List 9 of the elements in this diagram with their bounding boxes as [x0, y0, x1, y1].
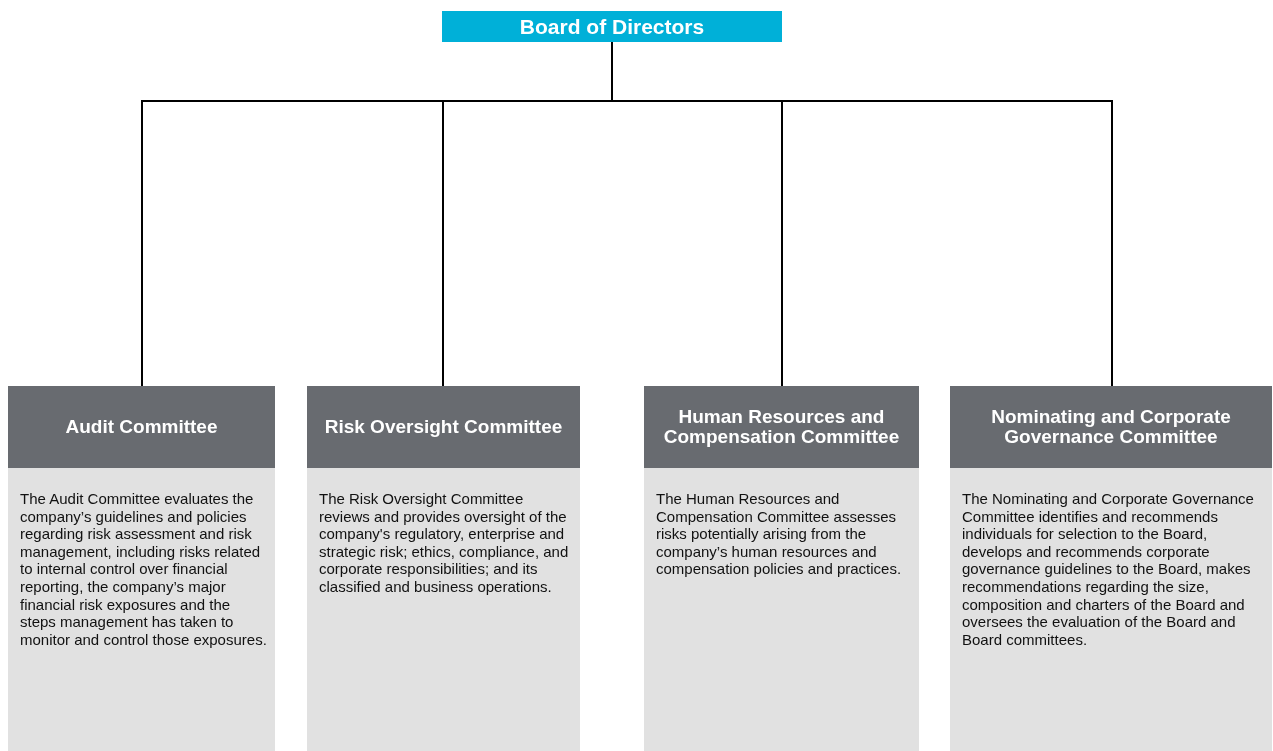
committee-description: The Human Resources and Compensation Committee assesses risks potentially arising from the company’s human resources and compensation policies and practices. [644, 468, 919, 751]
committee-description: The Nominating and Corporate Governance Committee identifies and recommends individuals for selection to the Board, develops and recommends corporate governance guidelines to the Board, makes recommendations regarding the size, composition and charters of the Board and oversees the evaluation of the Board and Board committees. [950, 468, 1272, 751]
committee-header: Risk Oversight Committee [307, 386, 580, 468]
committee-header: Audit Committee [8, 386, 275, 468]
committee-header: Human Resources and Compensation Committee [644, 386, 919, 468]
committee-description: The Audit Committee evaluates the company’s guidelines and policies regarding risk assessment and risk management, including risks related to internal control over financial reporting, the company’s major financial risk exposures and the steps management has taken to monitor and control those exposures. [8, 468, 275, 751]
committee-description: The Risk Oversight Committee reviews and provides oversight of the company's regulatory, enterprise and strategic risk; ethics, compliance, and corporate responsibilities; and its classified and business operations. [307, 468, 580, 751]
committee-header: Nominating and Corporate Governance Committee [950, 386, 1272, 468]
board-box: Board of Directors [442, 11, 782, 42]
